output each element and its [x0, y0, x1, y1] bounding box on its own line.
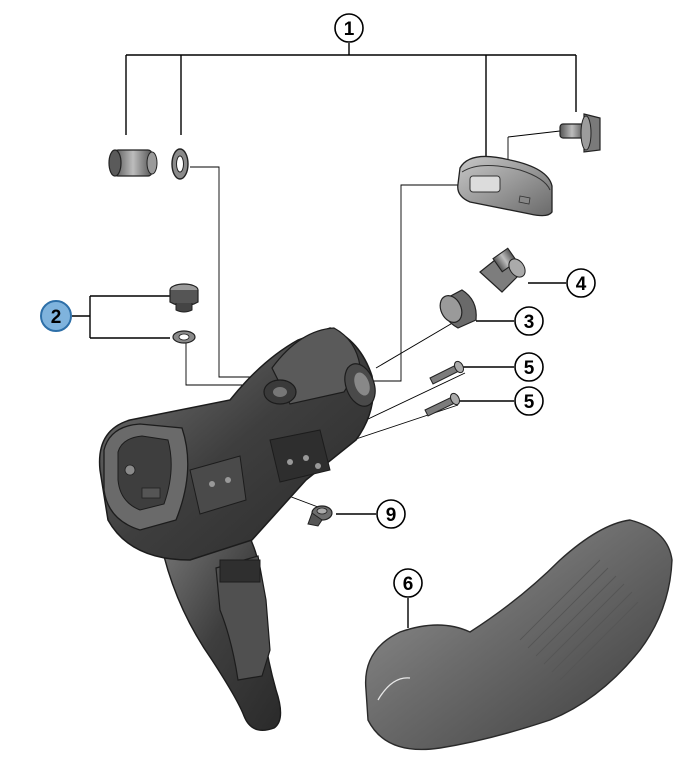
clamp-band-part — [457, 155, 553, 217]
callout-3: 3 — [514, 306, 544, 336]
spacer-ring-part — [439, 289, 477, 329]
callout-1-label: 1 — [344, 19, 355, 40]
callout-3-label: 3 — [524, 312, 535, 333]
leader-lines — [72, 43, 577, 628]
callout-9-label: 9 — [386, 505, 397, 526]
callout-6: 6 — [393, 568, 423, 598]
callout-5-lower-label: 5 — [524, 392, 535, 413]
screw-part-upper — [429, 360, 465, 385]
callout-6-label: 6 — [403, 574, 414, 595]
screw-part-lower — [424, 392, 461, 417]
callout-4: 4 — [566, 268, 596, 298]
callout-5-upper-label: 5 — [524, 358, 535, 379]
bushing-part — [108, 149, 158, 177]
small-screw-part — [307, 505, 333, 527]
callout-1: 1 — [334, 13, 364, 43]
lever-hood-cover — [364, 519, 673, 751]
callout-2-label: 2 — [51, 307, 62, 328]
fixing-nut-part — [479, 247, 526, 293]
callout-5-upper: 5 — [514, 352, 544, 382]
callout-2[interactable]: 2 — [40, 300, 72, 332]
clamp-bolt-part — [559, 113, 601, 153]
washer-part — [171, 148, 189, 180]
small-washer-part — [172, 330, 196, 344]
callout-4-label: 4 — [576, 274, 587, 295]
lever-main-body — [98, 327, 376, 731]
cap-screw-part — [169, 283, 199, 313]
callout-5-lower: 5 — [514, 386, 544, 416]
callout-9: 9 — [376, 499, 406, 529]
